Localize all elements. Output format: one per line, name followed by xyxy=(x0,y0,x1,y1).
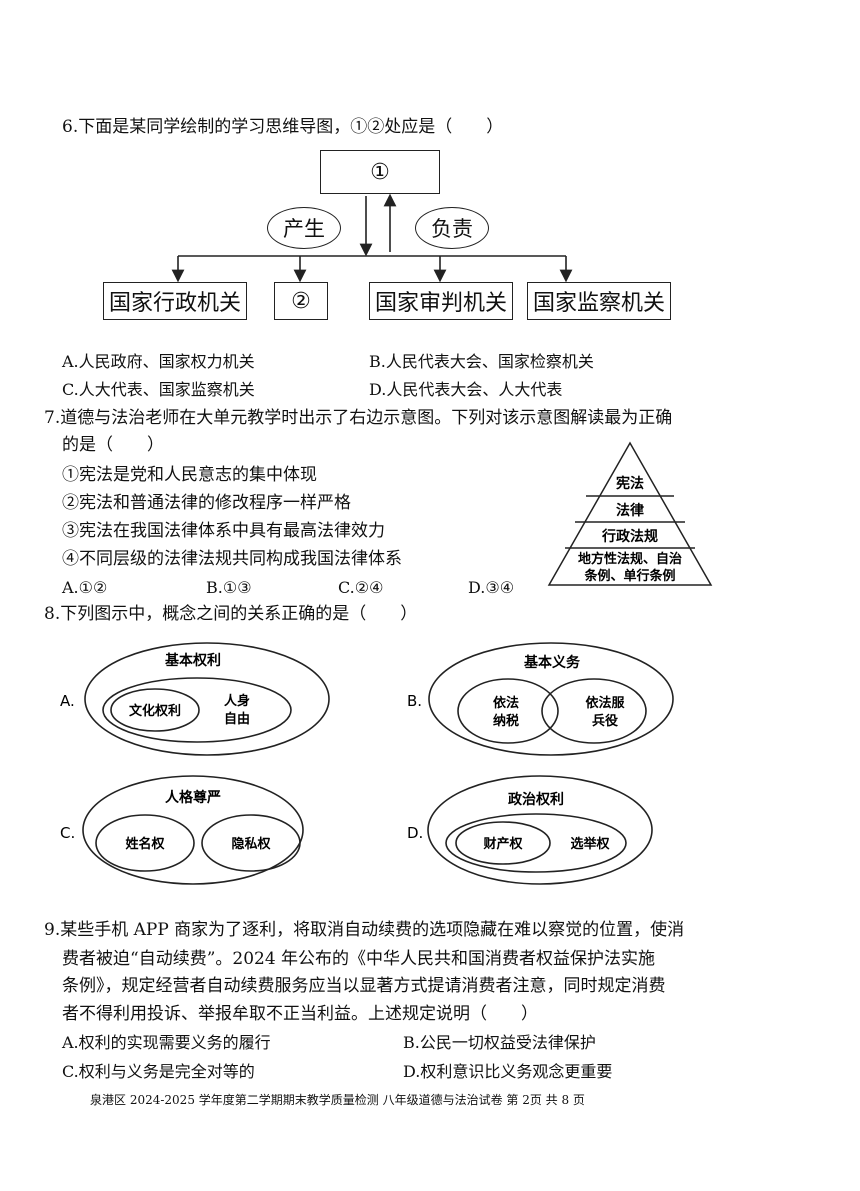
pyramid-level-law: 法律 xyxy=(616,502,644,519)
q7-option-b[interactable]: B.①③ xyxy=(206,578,252,597)
q9-option-d[interactable]: D.权利意识比义务观念更重要 xyxy=(403,1062,613,1081)
q6-box-blank: ② xyxy=(274,282,328,320)
q7-statement-3: ③宪法在我国法律体系中具有最高法律效力 xyxy=(62,521,385,541)
q7-stem-line2: 的是（ ） xyxy=(62,435,164,455)
q8-c-outer-label: 人格尊严 xyxy=(165,789,221,806)
q6-stem: 6.下面是某同学绘制的学习思维导图，①②处应是（ ） xyxy=(62,117,504,137)
q6-mindmap-lines xyxy=(171,193,573,283)
q6-left-oval: 产生 xyxy=(267,207,341,249)
q6-box-admin: 国家行政机关 xyxy=(103,282,247,320)
q8-b-left-line1: 依法 xyxy=(493,695,519,711)
q8-c-left-label: 姓名权 xyxy=(124,836,165,852)
q7-statement-2: ②宪法和普通法律的修改程序一样严格 xyxy=(62,493,351,513)
q8-b-outer-label: 基本义务 xyxy=(524,654,581,671)
pyramid-level-constitution: 宪法 xyxy=(616,475,644,492)
q7-statement-1: ①宪法是党和人民意志的集中体现 xyxy=(62,465,317,485)
q7-statement-4: ④不同层级的法律法规共同构成我国法律体系 xyxy=(62,549,402,569)
q8-letter-a[interactable]: A. xyxy=(60,692,75,710)
q8-diagrams[interactable]: A. 基本权利 文化权利 人身 自由 B. 基本义务 依法 纳税 依法服 兵役 … xyxy=(0,630,860,910)
q8-a-other-line1: 人身 xyxy=(224,693,250,709)
q6-option-b[interactable]: B.人民代表大会、国家检察机关 xyxy=(369,352,594,371)
q9-option-a[interactable]: A.权利的实现需要义务的履行 xyxy=(62,1033,271,1052)
q8-b-right-line1: 依法服 xyxy=(585,695,625,711)
q6-option-a[interactable]: A.人民政府、国家权力机关 xyxy=(62,352,255,371)
q8-a-outer-label: 基本权利 xyxy=(165,652,221,669)
q8-d-inner-label: 财产权 xyxy=(483,836,523,852)
q6-right-oval: 负责 xyxy=(415,207,489,249)
q8-stem: 8.下列图示中，概念之间的关系正确的是（ ） xyxy=(44,604,418,624)
q6-option-c[interactable]: C.人大代表、国家监察机关 xyxy=(62,380,255,399)
q6-box-judicial: 国家审判机关 xyxy=(369,282,513,320)
q7-law-pyramid: 宪法 法律 行政法规 地方性法规、自治 条例、单行条例 xyxy=(547,441,713,586)
pyramid-level-admin-regulations: 行政法规 xyxy=(601,528,658,545)
q7-option-d[interactable]: D.③④ xyxy=(468,578,515,597)
q8-a-inner-label: 文化权利 xyxy=(129,703,181,719)
q7-option-c[interactable]: C.②④ xyxy=(338,578,384,597)
q9-line-3: 条例》，规定经营者自动续费服务应当以显著方式提请消费者注意，同时规定消费 xyxy=(62,976,666,996)
q7-option-a[interactable]: A.①② xyxy=(62,578,108,597)
q6-top-box: ① xyxy=(320,150,440,194)
q9-line-1: 9.某些手机 APP 商家为了逐利，将取消自动续费的选项隐藏在难以察觉的位置，使… xyxy=(44,920,685,940)
q8-c-right-label: 隐私权 xyxy=(231,836,271,852)
q7-stem-line1: 7.道德与法治老师在大单元教学时出示了右边示意图。下列对该示意图解读最为正确 xyxy=(44,408,673,428)
page-footer: 泉港区 2024-2025 学年度第二学期期末教学质量检测 八年级道德与法治试卷… xyxy=(90,1093,585,1107)
pyramid-level-local-line2: 条例、单行条例 xyxy=(584,568,675,584)
q9-line-4: 者不得利用投诉、举报牟取不正当利益。上述规定说明（ ） xyxy=(62,1004,538,1024)
q6-option-d[interactable]: D.人民代表大会、人大代表 xyxy=(369,380,563,399)
q8-d-outer-label: 政治权利 xyxy=(508,791,564,808)
q9-line-2: 费者被迫“自动续费”。2024 年公布的《中华人民共和国消费者权益保护法实施 xyxy=(62,949,656,969)
q8-b-right-line2: 兵役 xyxy=(592,713,618,729)
pyramid-level-local-line1: 地方性法规、自治 xyxy=(578,551,682,567)
q8-letter-c[interactable]: C. xyxy=(60,824,75,842)
q8-letter-d[interactable]: D. xyxy=(407,824,423,842)
q9-option-c[interactable]: C.权利与义务是完全对等的 xyxy=(62,1062,255,1081)
q9-option-b[interactable]: B.公民一切权益受法律保护 xyxy=(403,1033,596,1052)
q8-a-other-line2: 自由 xyxy=(224,711,250,727)
q8-d-other-label: 选举权 xyxy=(570,836,610,852)
q8-letter-b[interactable]: B. xyxy=(407,692,422,710)
q6-box-supervisory: 国家监察机关 xyxy=(527,282,671,320)
q8-b-left-line2: 纳税 xyxy=(493,713,519,729)
